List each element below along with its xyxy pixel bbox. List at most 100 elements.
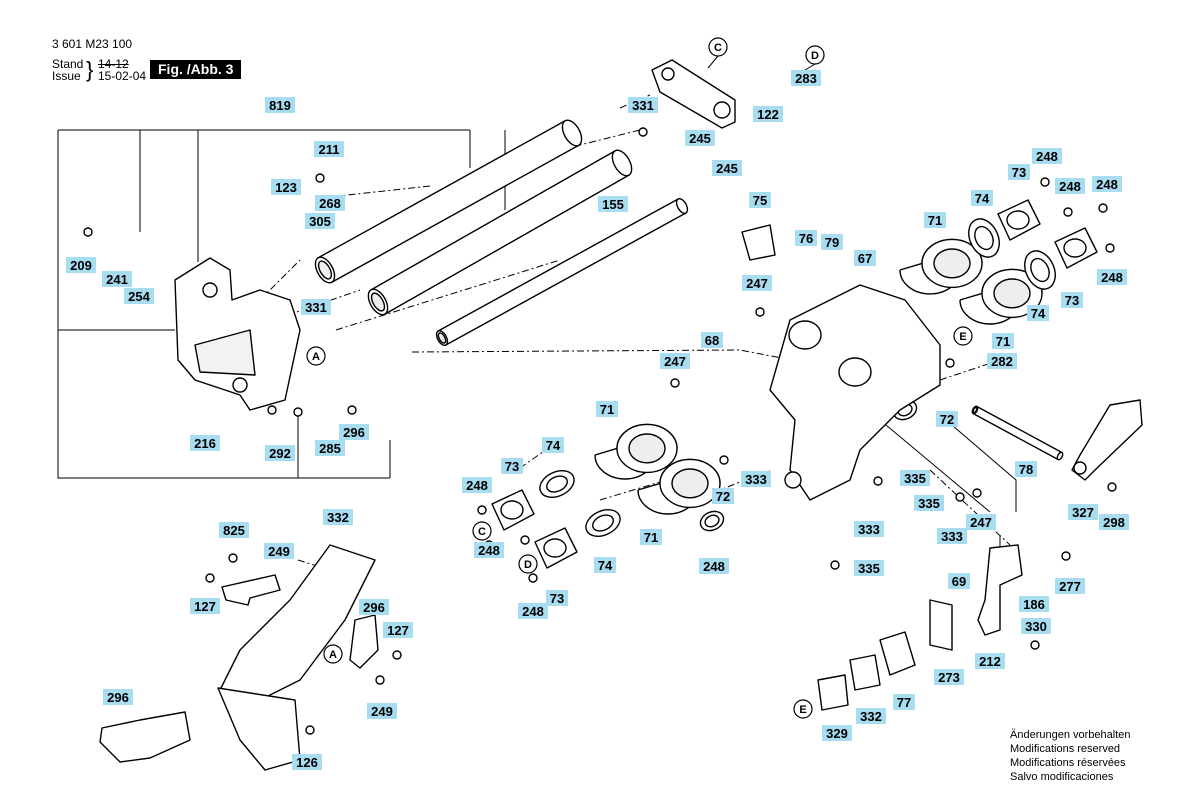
part-label-71[interactable]: 71 xyxy=(992,333,1014,349)
svg-text:248: 248 xyxy=(478,543,500,558)
part-label-73[interactable]: 73 xyxy=(1061,292,1083,308)
part-label-273[interactable]: 273 xyxy=(934,669,964,685)
part-label-126[interactable]: 126 xyxy=(292,754,322,770)
svg-text:127: 127 xyxy=(194,599,216,614)
svg-text:249: 249 xyxy=(371,704,393,719)
part-label-216[interactable]: 216 xyxy=(190,435,220,451)
part-label-249[interactable]: 249 xyxy=(264,543,294,559)
svg-text:126: 126 xyxy=(296,755,318,770)
cylinder-71-a xyxy=(594,423,678,480)
part-label-123[interactable]: 123 xyxy=(271,179,301,195)
svg-text:127: 127 xyxy=(387,623,409,638)
callout-e: E xyxy=(793,699,813,719)
part-label-332[interactable]: 332 xyxy=(856,708,886,724)
part-label-127[interactable]: 127 xyxy=(383,622,413,638)
part-label-331[interactable]: 331 xyxy=(628,97,658,113)
part-label-333[interactable]: 333 xyxy=(741,471,771,487)
part-label-248[interactable]: 248 xyxy=(1032,148,1062,164)
part-label-79[interactable]: 79 xyxy=(821,234,843,250)
part-label-254[interactable]: 254 xyxy=(124,288,154,304)
part-label-248[interactable]: 248 xyxy=(518,603,548,619)
part-label-67[interactable]: 67 xyxy=(854,250,876,266)
part-label-296[interactable]: 296 xyxy=(339,424,369,440)
part-label-69[interactable]: 69 xyxy=(948,573,970,589)
part-label-127[interactable]: 127 xyxy=(190,598,220,614)
svg-text:211: 211 xyxy=(319,142,340,157)
part-label-71[interactable]: 71 xyxy=(596,401,618,417)
callout-d: D xyxy=(518,554,538,574)
part-label-74[interactable]: 74 xyxy=(594,557,616,573)
part-label-248[interactable]: 248 xyxy=(462,477,492,493)
part-label-76[interactable]: 76 xyxy=(795,230,817,246)
svg-text:247: 247 xyxy=(664,354,686,369)
part-label-333[interactable]: 333 xyxy=(854,521,884,537)
part-label-247[interactable]: 247 xyxy=(966,514,996,530)
part-label-75[interactable]: 75 xyxy=(749,192,771,208)
part-label-211[interactable]: 211 xyxy=(314,141,344,157)
part-label-335[interactable]: 335 xyxy=(854,560,884,576)
part-label-209[interactable]: 209 xyxy=(66,257,96,273)
part-label-72[interactable]: 72 xyxy=(712,488,734,504)
part-label-296[interactable]: 296 xyxy=(359,599,389,615)
part-label-72[interactable]: 72 xyxy=(936,411,958,427)
part-label-71[interactable]: 71 xyxy=(924,212,946,228)
part-label-241[interactable]: 241 xyxy=(102,271,132,287)
part-label-333[interactable]: 333 xyxy=(937,528,967,544)
part-label-247[interactable]: 247 xyxy=(742,275,772,291)
part-label-249[interactable]: 249 xyxy=(367,703,397,719)
svg-text:209: 209 xyxy=(70,258,92,273)
svg-text:268: 268 xyxy=(319,196,341,211)
part-label-825[interactable]: 825 xyxy=(219,522,249,538)
part-label-285[interactable]: 285 xyxy=(315,440,345,456)
part-label-335[interactable]: 335 xyxy=(914,495,944,511)
part-label-248[interactable]: 248 xyxy=(699,558,729,574)
svg-text:A: A xyxy=(312,351,320,363)
part-label-78[interactable]: 78 xyxy=(1015,461,1037,477)
part-label-282[interactable]: 282 xyxy=(987,353,1017,369)
part-label-277[interactable]: 277 xyxy=(1055,578,1085,594)
part-label-283[interactable]: 283 xyxy=(791,70,821,86)
svg-text:282: 282 xyxy=(991,354,1013,369)
part-label-327[interactable]: 327 xyxy=(1068,504,1098,520)
part-label-268[interactable]: 268 xyxy=(315,195,345,211)
part-label-332[interactable]: 332 xyxy=(323,509,353,525)
callout-c: C xyxy=(472,521,492,541)
part-label-305[interactable]: 305 xyxy=(305,213,335,229)
part-label-330[interactable]: 330 xyxy=(1021,618,1051,634)
cylinder-71-d xyxy=(959,268,1043,325)
part-label-248[interactable]: 248 xyxy=(1097,269,1127,285)
part-label-248[interactable]: 248 xyxy=(1055,178,1085,194)
part-label-73[interactable]: 73 xyxy=(1008,164,1030,180)
part-label-212[interactable]: 212 xyxy=(975,653,1005,669)
part-label-329[interactable]: 329 xyxy=(822,725,852,741)
part-label-74[interactable]: 74 xyxy=(542,437,564,453)
part-label-819[interactable]: 819 xyxy=(265,97,295,113)
washer-74-c xyxy=(968,218,1000,258)
part-label-331[interactable]: 331 xyxy=(301,299,331,315)
part-label-155[interactable]: 155 xyxy=(598,196,628,212)
svg-text:D: D xyxy=(811,50,819,62)
stand-value: 14-12 xyxy=(98,57,129,71)
part-label-68[interactable]: 68 xyxy=(701,332,723,348)
part-label-292[interactable]: 292 xyxy=(265,445,295,461)
part-label-73[interactable]: 73 xyxy=(501,458,523,474)
part-label-74[interactable]: 74 xyxy=(1027,305,1049,321)
callout-a: A xyxy=(323,644,343,664)
part-label-77[interactable]: 77 xyxy=(893,694,915,710)
part-label-248[interactable]: 248 xyxy=(474,542,504,558)
cylinder-71-c xyxy=(899,238,983,295)
part-label-335[interactable]: 335 xyxy=(900,470,930,486)
part-label-248[interactable]: 248 xyxy=(1092,176,1122,192)
part-label-71[interactable]: 71 xyxy=(640,529,662,545)
part-label-74[interactable]: 74 xyxy=(971,190,993,206)
part-label-247[interactable]: 247 xyxy=(660,353,690,369)
part-label-245[interactable]: 245 xyxy=(685,130,715,146)
part-label-122[interactable]: 122 xyxy=(753,106,783,122)
svg-text:273: 273 xyxy=(938,670,960,685)
part-label-298[interactable]: 298 xyxy=(1099,514,1129,530)
part-label-73[interactable]: 73 xyxy=(546,590,568,606)
part-label-245[interactable]: 245 xyxy=(712,160,742,176)
part-label-296[interactable]: 296 xyxy=(103,689,133,705)
part-label-186[interactable]: 186 xyxy=(1019,596,1049,612)
svg-text:285: 285 xyxy=(319,441,341,456)
